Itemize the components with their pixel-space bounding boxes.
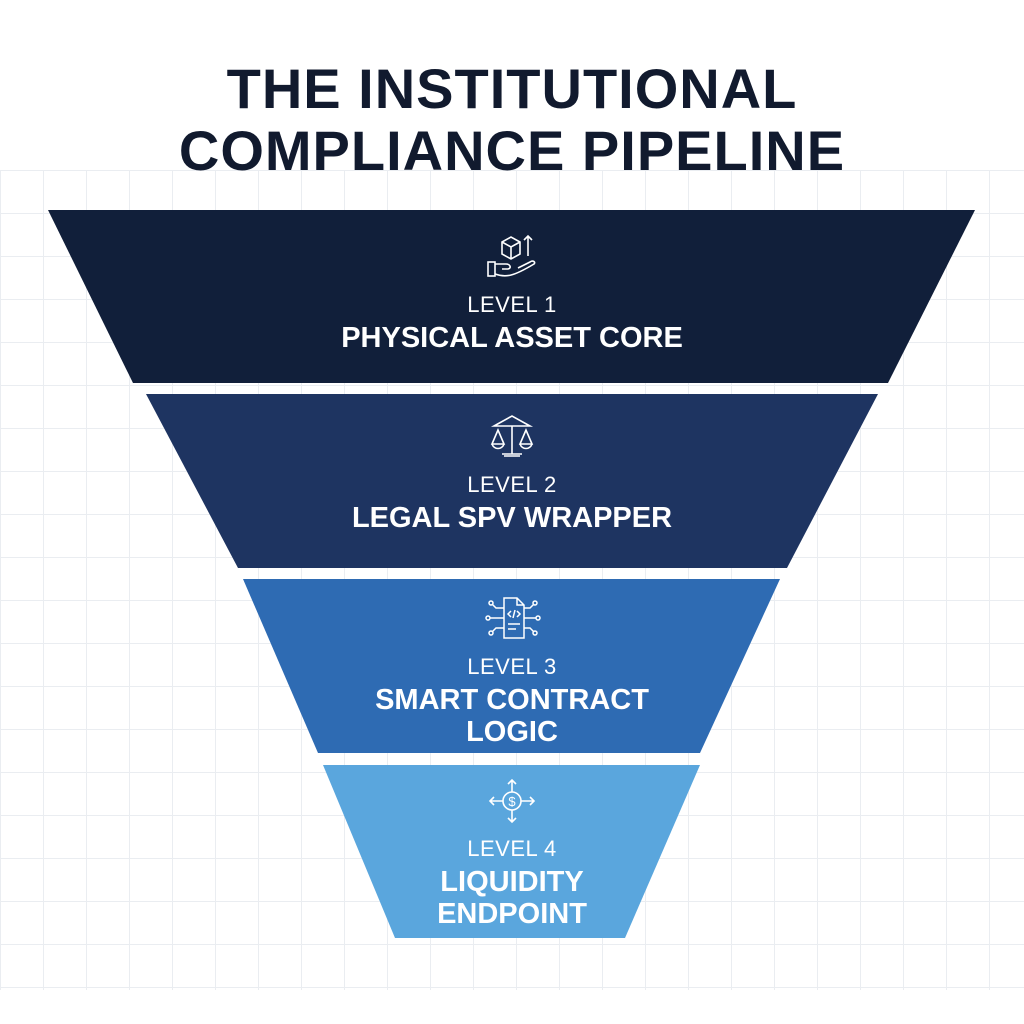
level-name: LEGAL SPV WRAPPER [351,502,673,534]
funnel-level-1 [48,210,975,383]
level-name-line-2: ENDPOINT [437,898,587,930]
funnel-level-4 [323,765,700,938]
level-name-line-1: SMART CONTRACT [375,684,649,716]
level-label: LEVEL 3 [467,654,557,679]
level-3: LEVEL 3 SMART CONTRACT LOGIC [0,594,1024,748]
title-line-1: THE INSTITUTIONAL [226,57,798,120]
level-label: LEVEL 1 [467,292,557,317]
level-name-line-2: LOGIC [466,716,558,748]
level-name: PHYSICAL ASSET CORE [341,322,683,354]
level-2: LEVEL 2 LEGAL SPV WRAPPER [0,412,1024,534]
dollar-arrows-icon: $ [488,778,536,824]
level-name-line-1: LIQUIDITY [440,866,584,898]
page-title: THE INSTITUTIONAL COMPLIANCE PIPELINE [0,58,1024,182]
level-1: LEVEL 1 PHYSICAL ASSET CORE [0,232,1024,354]
funnel-level-2 [146,394,878,568]
hand-box-icon [487,234,536,277]
code-document-icon [485,597,541,639]
level-label: LEVEL 2 [467,472,557,497]
scales-icon [490,415,534,457]
level-label: LEVEL 4 [467,836,557,861]
level-4: $ LEVEL 4 LIQUIDITY ENDPOINT [0,776,1024,930]
funnel-level-3 [243,579,780,753]
svg-text:$: $ [508,794,516,809]
title-line-2: COMPLIANCE PIPELINE [178,119,846,182]
